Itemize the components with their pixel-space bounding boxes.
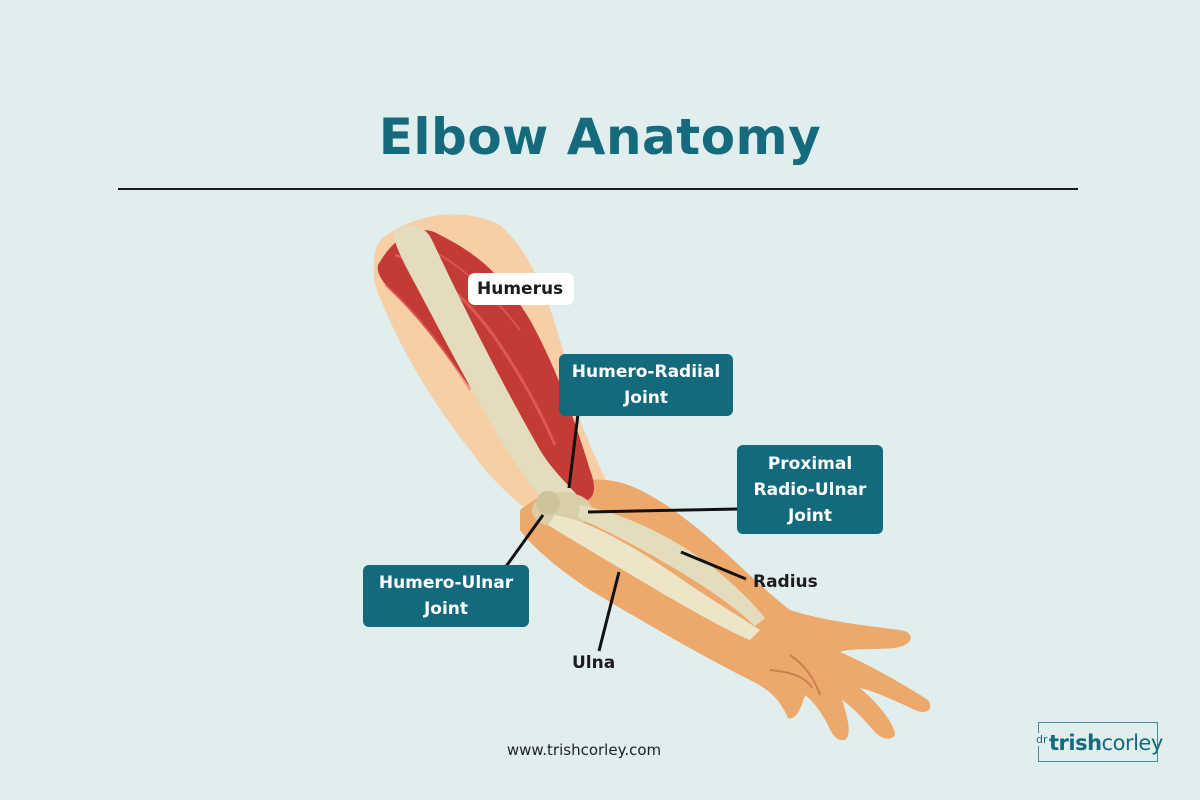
palm-line [769,669,813,689]
brand-logo: dr trishcorley [1034,722,1163,762]
logo-prefix: dr [1034,733,1050,746]
page-title: Elbow Anatomy [378,108,822,166]
footer-url[interactable]: www.trishcorley.com [506,741,662,759]
logo-name: trishcorley [1049,731,1163,755]
olecranon [536,491,560,515]
palm-line [789,654,821,696]
label-humero-radial-joint: Humero-Radiial Joint [559,354,733,416]
leader-line-ulna [597,571,621,652]
label-humerus-text: Humerus [477,279,564,299]
label-humero-ulnar-text: Humero-Ulnar Joint [378,573,514,619]
label-ulna: Ulna [572,653,616,673]
logo-first: trish [1049,731,1102,755]
label-radius: Radius [753,572,818,592]
humerus-bone [394,225,585,520]
leader-line-humero-ulnar [500,514,545,573]
label-humero-radial-text: Humero-Radiial Joint [571,362,721,408]
leader-line-humero-radial [567,413,580,489]
title-divider [118,188,1078,190]
label-humero-ulnar-joint: Humero-Ulnar Joint [363,565,529,627]
label-proximal-radio-ulnar-joint: Proximal Radio-Ulnar Joint [737,445,883,534]
label-proximal-radio-ulnar-text: Proximal Radio-Ulnar Joint [753,453,867,526]
ulna-bone [548,515,760,640]
label-humerus: Humerus [468,273,574,305]
leader-line-radius [680,550,747,581]
radius-bone [578,505,765,626]
muscle-highlight [384,284,471,391]
logo-last: corley [1101,731,1164,755]
leader-line-proximal-radio-ulnar [587,507,739,514]
